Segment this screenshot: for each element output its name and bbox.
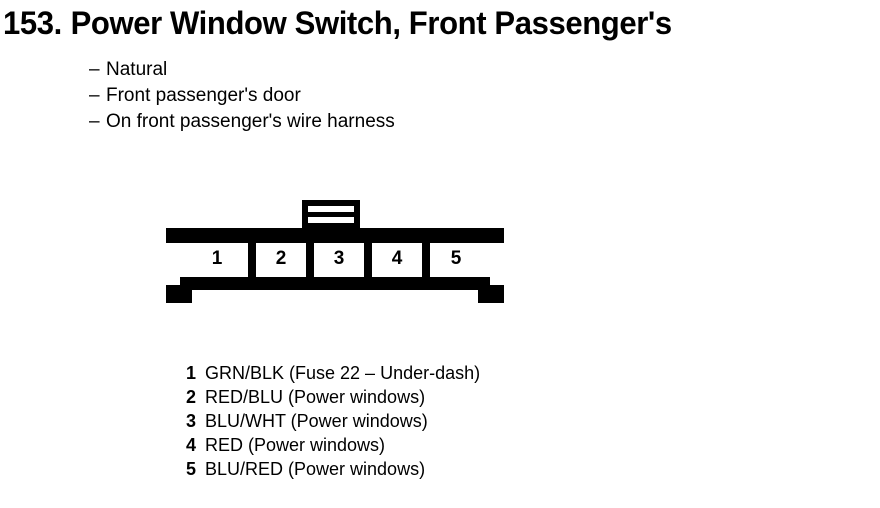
cavity-divider (248, 228, 256, 285)
pin-number: 1 (185, 363, 196, 383)
cavity-row-top-rail (180, 228, 490, 236)
pin-number: 5 (185, 459, 196, 479)
pin-legend: 1 GRN/BLK (Fuse 22 – Under-dash) 2 RED/B… (176, 363, 696, 483)
list-item: – Front passenger's door (89, 83, 689, 109)
pin-description: RED (Power windows) (205, 435, 386, 455)
pin-description: GRN/BLK (Fuse 22 – Under-dash) (205, 363, 481, 383)
pin-legend-row: 1 GRN/BLK (Fuse 22 – Under-dash) (176, 363, 696, 387)
cavity-number-group: 1 2 3 4 5 (212, 248, 462, 269)
connector-diagram: 1 2 3 4 5 (160, 193, 510, 313)
pin-number: 2 (185, 387, 196, 407)
list-item-label: Natural (106, 59, 168, 80)
pin-legend-row: 5 BLU/RED (Power windows) (176, 459, 696, 483)
dash-bullet-icon: – (89, 85, 100, 106)
list-item: – On front passenger's wire harness (89, 109, 689, 135)
cavity-number-4: 4 (392, 248, 403, 269)
latch-tab-icon (302, 200, 360, 228)
dash-bullet-icon: – (89, 59, 100, 80)
cavity-row-bottom-rail (180, 277, 490, 285)
pin-legend-row: 4 RED (Power windows) (176, 435, 696, 459)
page-title: 153.Power Window Switch, Front Passenger… (3, 4, 851, 42)
item-number: 153. (3, 5, 62, 41)
pin-description: RED/BLU (Power windows) (205, 387, 426, 407)
cavity-number-2: 2 (276, 248, 287, 269)
cavity-divider (422, 228, 430, 285)
pin-number: 4 (185, 435, 196, 455)
cavity-divider (364, 228, 372, 285)
specification-list: – Natural – Front passenger's door – On … (89, 57, 689, 135)
dash-bullet-icon: – (89, 111, 100, 132)
pin-description: BLU/WHT (Power windows) (205, 411, 428, 431)
pin-legend-row: 2 RED/BLU (Power windows) (176, 387, 696, 411)
pin-description: BLU/RED (Power windows) (205, 459, 426, 479)
pin-number: 3 (185, 411, 196, 431)
list-item-label: On front passenger's wire harness (106, 111, 395, 132)
pin-legend-row: 3 BLU/WHT (Power windows) (176, 411, 696, 435)
connector-outline (166, 200, 504, 303)
cavity-number-1: 1 (212, 248, 223, 269)
list-item: – Natural (89, 57, 689, 83)
cavity-divider (306, 228, 314, 285)
cavity-number-5: 5 (451, 248, 462, 269)
list-item-label: Front passenger's door (106, 85, 301, 106)
title-text: Power Window Switch, Front Passenger's (70, 5, 673, 41)
cavity-number-3: 3 (334, 248, 345, 269)
